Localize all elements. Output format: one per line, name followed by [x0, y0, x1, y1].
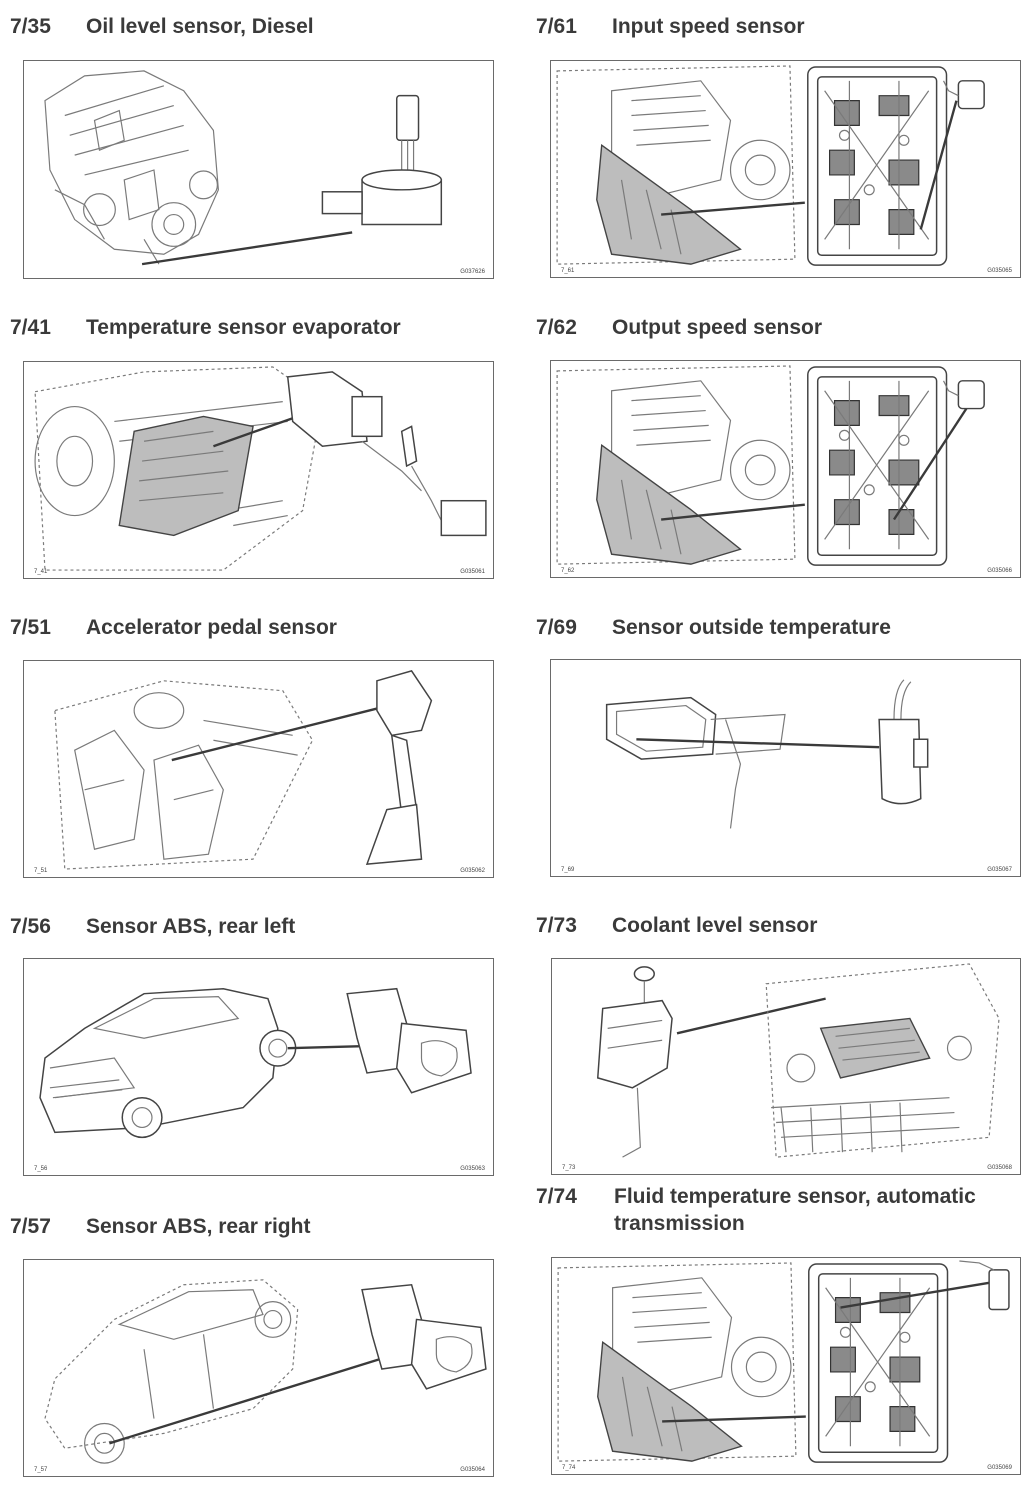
figure-label: 7_69: [561, 867, 575, 873]
figure-input-speed-sensor: 7_61 G035065: [550, 60, 1021, 278]
entry-code: 7/57: [10, 1215, 51, 1238]
entry-code: 7/61: [536, 15, 577, 38]
figure-accelerator-pedal-sensor: 7_51 G035062: [23, 660, 494, 878]
coolant-reservoir-illustration: [596, 963, 1000, 1158]
transmission-illustration: [556, 65, 985, 266]
entry-title: Output speed sensor: [612, 316, 823, 339]
figure-output-speed-sensor: 7_62 G035066: [550, 360, 1021, 578]
transmission-illustration: [557, 1260, 1010, 1463]
figure-label: 7_41: [34, 569, 48, 575]
figure-oil-level-sensor: G037626: [23, 60, 494, 279]
car-interior-illustration: [54, 670, 433, 870]
entry-title: Sensor ABS, rear right: [86, 1215, 311, 1238]
entry-title: Sensor ABS, rear left: [86, 915, 296, 938]
figure-coolant-level-sensor: 7_73 G035068: [551, 958, 1021, 1175]
figure-temperature-sensor-evaporator: 7_41 G035061: [23, 361, 494, 579]
engine-illustration: [44, 70, 443, 266]
figure-label: 7_57: [34, 1467, 48, 1473]
figure-sensor-outside-temperature: 7_69 G035067: [550, 659, 1021, 877]
entry-code: 7/69: [536, 616, 577, 639]
figure-ref: G035061: [460, 569, 485, 575]
entry-title: Oil level sensor, Diesel: [86, 15, 314, 38]
figure-ref: G035069: [987, 1465, 1012, 1471]
figure-label: 7_74: [562, 1465, 576, 1471]
figure-label: 7_56: [34, 1166, 48, 1172]
figure-ref: G037626: [460, 269, 485, 275]
figure-ref: G035065: [987, 268, 1012, 274]
entry-code: 7/51: [10, 616, 51, 639]
figure-sensor-abs-rear-right: 7_57 G035064: [23, 1259, 494, 1477]
entry-title: Fluid temperature sensor, automatic tran…: [614, 1185, 976, 1235]
entry-title: Accelerator pedal sensor: [86, 616, 337, 639]
entry-title: Coolant level sensor: [612, 914, 818, 937]
figure-ref: G035062: [460, 868, 485, 874]
entry-code: 7/35: [10, 15, 51, 38]
entry-title: Sensor outside temperature: [612, 616, 891, 639]
entry-code: 7/73: [536, 914, 577, 937]
mirror-illustration: [605, 679, 929, 829]
figure-ref: G035066: [987, 568, 1012, 574]
car-exterior-illustration: [44, 1279, 487, 1464]
figure-sensor-abs-rear-left: 7_56 G035063: [23, 958, 494, 1176]
figure-label: 7_73: [562, 1165, 576, 1171]
figure-ref: G035067: [987, 867, 1012, 873]
figure-ref: G035064: [460, 1467, 485, 1473]
figure-label: 7_61: [561, 268, 575, 274]
entry-code: 7/41: [10, 316, 51, 339]
figure-fluid-temperature-sensor: 7_74 G035069: [551, 1257, 1021, 1475]
figure-label: 7_62: [561, 568, 575, 574]
figure-ref: G035063: [460, 1166, 485, 1172]
entry-title: Input speed sensor: [612, 15, 805, 38]
transmission-illustration: [556, 365, 985, 566]
car-exterior-illustration: [39, 987, 472, 1139]
entry-code: 7/74: [536, 1185, 577, 1208]
entry-code: 7/56: [10, 915, 51, 938]
entry-title: Temperature sensor evaporator: [86, 316, 401, 339]
figure-ref: G035068: [987, 1165, 1012, 1171]
figure-label: 7_51: [34, 868, 48, 874]
dashboard-illustration: [34, 366, 487, 571]
entry-code: 7/62: [536, 316, 577, 339]
